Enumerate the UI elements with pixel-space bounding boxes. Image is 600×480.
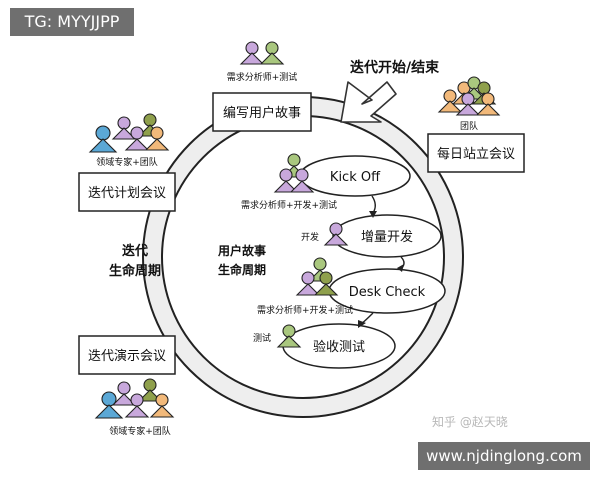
story-lifecycle-line1: 用户故事 xyxy=(217,243,266,258)
iteration-lifecycle-line2: 生命周期 xyxy=(109,263,161,279)
team-right-caption: 团队 xyxy=(460,120,478,132)
analyst-dev-tester-2-caption: 需求分析师+开发+测试 xyxy=(257,304,353,316)
analyst-tester-top-caption: 需求分析师+测试 xyxy=(227,71,298,83)
planning-box xyxy=(78,172,176,212)
daily-standup-box xyxy=(427,133,525,173)
top-label: 迭代开始/结束 xyxy=(350,59,440,76)
group-domain-team-left xyxy=(88,113,170,153)
group-analyst-dev-tester-2 xyxy=(295,257,339,296)
dev-ellipse xyxy=(332,214,442,258)
story-lifecycle-line2: 生命周期 xyxy=(218,262,266,277)
tester-caption: 测试 xyxy=(253,332,271,344)
group-team-right xyxy=(437,76,501,116)
watermark: 知乎 @赵天晓 xyxy=(432,415,508,429)
step-kickoff: Kick Off xyxy=(330,170,381,185)
daily-standup-label: 每日站立会议 xyxy=(437,146,515,162)
group-tester xyxy=(276,324,302,348)
step-desk-check: Desk Check xyxy=(349,285,426,300)
dev-caption: 开发 xyxy=(301,231,319,243)
domain-team-bottom-caption: 领域专家+团队 xyxy=(109,425,171,437)
analyst-dev-tester-1-caption: 需求分析师+开发+测试 xyxy=(241,199,337,211)
site-url: www.njdinglong.com xyxy=(418,442,590,470)
group-analyst-dev-tester-1 xyxy=(273,153,315,193)
write-stories-label: 编写用户故事 xyxy=(223,105,301,121)
step-incremental-dev: 增量开发 xyxy=(361,229,413,245)
step-acceptance-test: 验收测试 xyxy=(313,339,365,355)
group-dev xyxy=(323,222,349,246)
domain-team-left-caption: 领域专家+团队 xyxy=(96,156,158,168)
group-analyst-tester-top xyxy=(239,41,285,65)
arrow-heads xyxy=(358,211,404,328)
write-stories-box xyxy=(212,92,312,132)
group-domain-team-bottom xyxy=(94,378,175,419)
start-arrow xyxy=(340,81,397,123)
demo-box xyxy=(78,335,176,375)
tg-tag: TG: MYYJJPP xyxy=(10,8,134,36)
planning-label: 迭代计划会议 xyxy=(88,186,166,201)
iteration-lifecycle-line1: 迭代 xyxy=(122,243,148,259)
demo-label: 迭代演示会议 xyxy=(88,348,166,364)
